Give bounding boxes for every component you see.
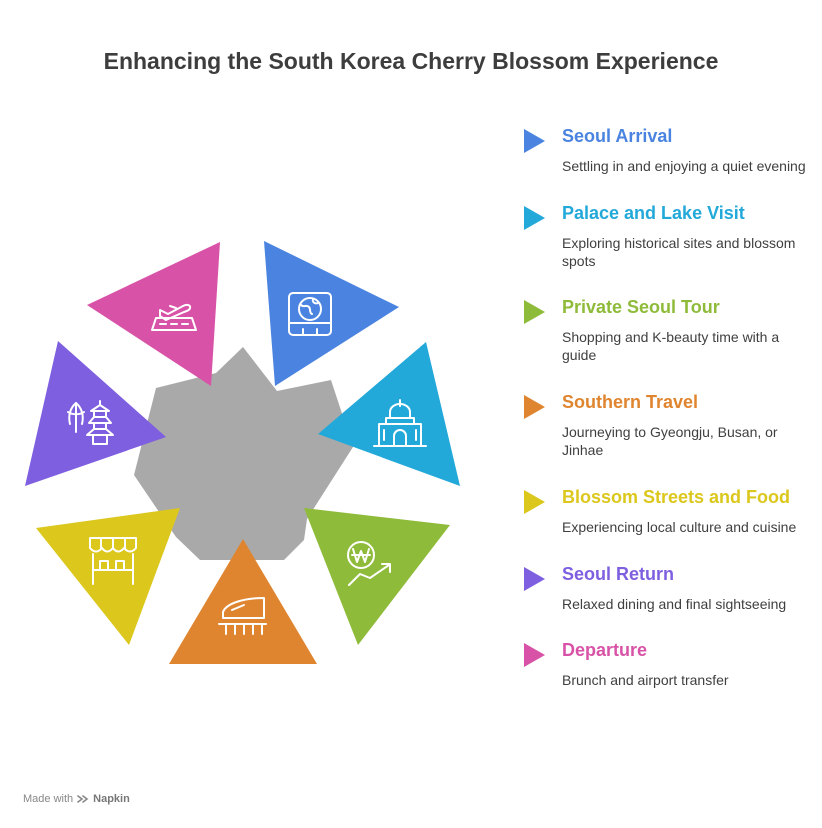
triangle-marker-icon (524, 395, 545, 419)
legend-item-desc: Relaxed dining and final sightseeing (562, 596, 787, 612)
stage-triangle (169, 539, 317, 664)
footer: Made with Napkin (23, 793, 130, 805)
legend-item-title: Seoul Return (562, 564, 675, 584)
market-stall-icon (89, 537, 137, 585)
stage-departure[interactable] (87, 242, 220, 386)
airplane-departure-icon (151, 303, 197, 331)
legend-item-title: Private Seoul Tour (562, 297, 720, 317)
train-icon (218, 597, 267, 635)
triangle-marker-icon (524, 206, 545, 230)
triangle-marker-icon (524, 300, 545, 324)
legend-item-desc: Journeying to Gyeongju, Busan, or Jinhae (562, 424, 778, 458)
triangle-marker-icon (524, 490, 545, 514)
stage-palace-lake-visit[interactable] (318, 342, 460, 486)
suitcase-globe-icon (288, 292, 332, 336)
stage-triangle (304, 508, 450, 645)
legend-item-desc: Experiencing local culture and cuisine (562, 519, 797, 535)
page-title: Enhancing the South Korea Cherry Blossom… (103, 48, 719, 74)
palace-icon (373, 399, 427, 447)
legend-item-desc: Exploring historical sites and blossom s… (562, 235, 796, 269)
stage-seoul-return[interactable] (25, 341, 166, 486)
won-growth-icon (347, 541, 391, 586)
legend-item-title: Palace and Lake Visit (562, 203, 745, 223)
triangle-marker-icon (524, 567, 545, 591)
napkin-logo-icon (77, 795, 89, 803)
legend-item-title: Seoul Arrival (562, 126, 673, 146)
legend-item-title: Blossom Streets and Food (562, 487, 791, 507)
triangle-marker-icon (524, 129, 545, 153)
legend-item-desc: Settling in and enjoying a quiet evening (562, 158, 806, 174)
stage-seoul-arrival[interactable] (264, 241, 399, 386)
center-heptagon (134, 347, 353, 560)
footer-prefix: Made with (23, 793, 74, 805)
stage-private-seoul-tour[interactable] (304, 508, 450, 645)
stage-triangle (87, 242, 220, 386)
footer-brand: Napkin (93, 793, 130, 805)
legend-item-desc: Brunch and airport transfer (562, 672, 729, 688)
pagoda-icon (67, 400, 114, 445)
legend-item-desc: Shopping and K-beauty time with a guide (562, 329, 780, 363)
legend-item-title: Departure (562, 640, 648, 660)
stage-blossom-streets-food[interactable] (36, 508, 180, 645)
triangle-marker-icon (524, 643, 545, 667)
stage-triangle (25, 341, 166, 486)
stage-southern-travel[interactable] (169, 539, 317, 664)
legend-item-title: Southern Travel (562, 392, 699, 412)
stage-triangle (36, 508, 180, 645)
